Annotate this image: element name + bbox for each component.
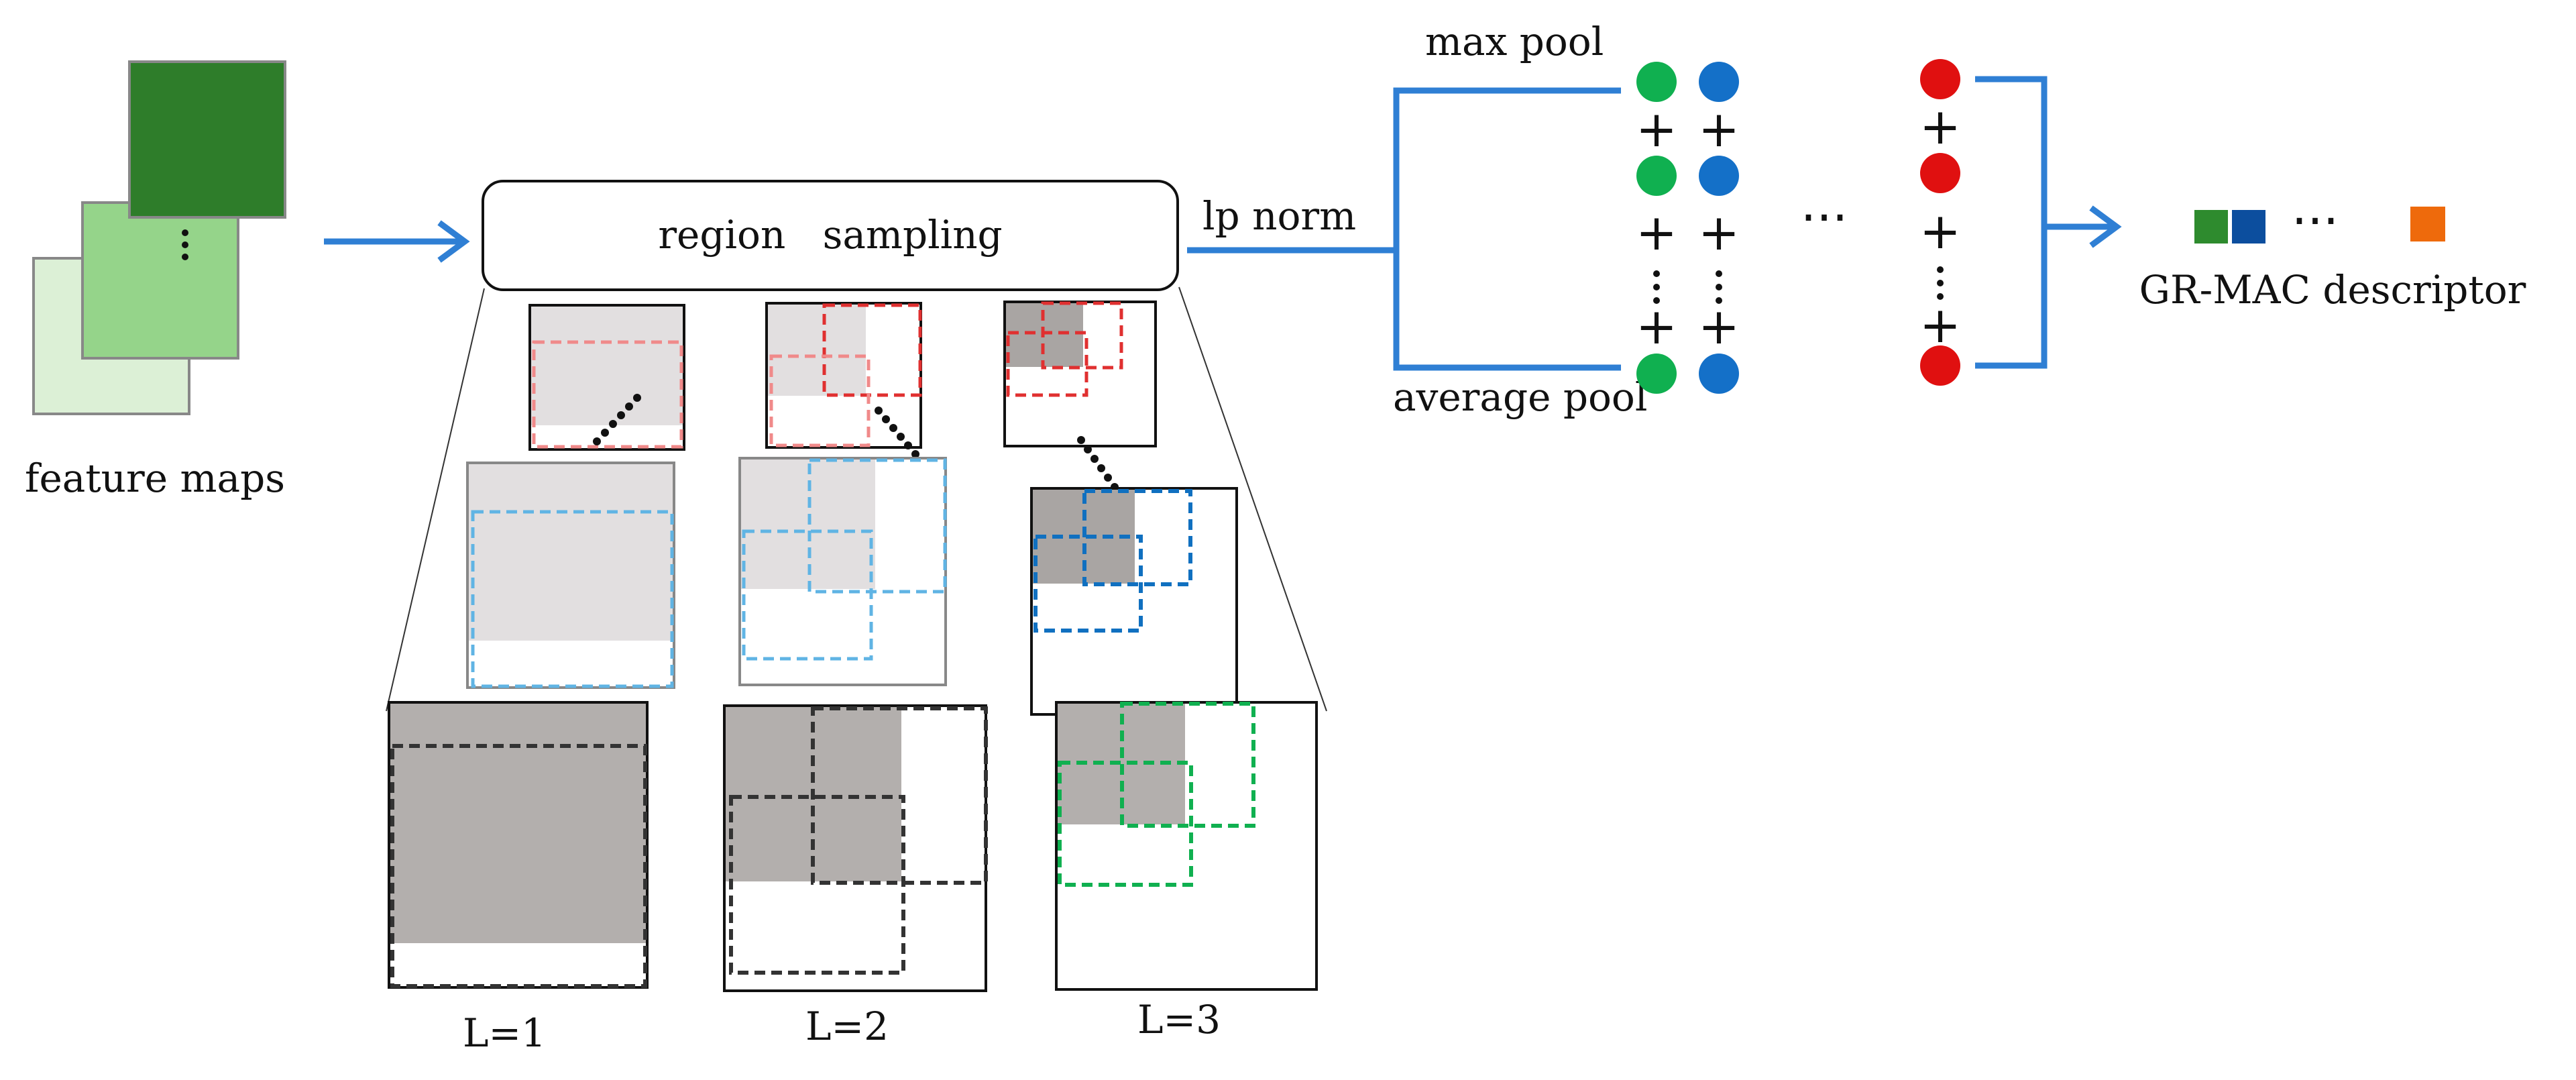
merge-bracket: [1975, 76, 2122, 369]
region-sampling-label: region sampling: [658, 212, 1002, 258]
sample-row2-l3: [1030, 487, 1238, 716]
dotted-connector-l2: [875, 407, 919, 458]
pooled-column-blue: + + +: [1698, 62, 1740, 394]
level-2-label: L=2: [805, 1004, 889, 1049]
pooled-columns-ellipsis: ···: [1801, 189, 1848, 247]
feature-map-middle: [81, 201, 239, 360]
svg-text:+: +: [1698, 204, 1740, 262]
sample-row2-l1: [466, 462, 675, 689]
sample-row3-l3: [1055, 701, 1318, 991]
feature-map-front: [128, 60, 286, 219]
dotted-connector-l1: [593, 394, 641, 445]
svg-text:+: +: [1636, 204, 1677, 262]
sample-row2-l2: [738, 457, 947, 686]
feature-maps-stack: [32, 60, 286, 415]
svg-text:+: +: [1698, 101, 1740, 158]
zoom-line-left: [386, 288, 485, 712]
descriptor-blocks: ···: [2194, 193, 2445, 250]
sample-row1-l1: [528, 304, 685, 451]
feature-maps-label: feature maps: [25, 455, 285, 501]
sample-row3-l2: [723, 704, 988, 992]
svg-text:+: +: [1636, 298, 1677, 356]
svg-text:+: +: [1919, 296, 1961, 354]
sample-row3-l1: [388, 701, 649, 989]
sample-row1-l3: [1003, 301, 1157, 447]
svg-text:+: +: [1698, 298, 1740, 356]
average-pool-label: average pool: [1393, 374, 1647, 420]
pooled-column-green: + + +: [1636, 62, 1677, 394]
svg-text:+: +: [1636, 101, 1677, 158]
zoom-line-right: [1178, 286, 1327, 712]
sample-row1-l2: [765, 302, 922, 449]
lp-norm-label: lp norm: [1202, 193, 1356, 239]
level-1-label: L=1: [463, 1010, 546, 1056]
descriptor-ellipsis: ···: [2292, 193, 2339, 250]
arrow-to-region-sampling: [324, 220, 470, 263]
feature-map-vertical-dots: [182, 229, 188, 260]
pooled-column-red: + + +: [1919, 59, 1961, 386]
descriptor-label: GR-MAC descriptor: [2139, 267, 2526, 313]
level-3-label: L=3: [1137, 997, 1221, 1042]
region-sampling-box: [482, 180, 1179, 291]
svg-text:+: +: [1919, 98, 1961, 156]
svg-text:+: +: [1919, 203, 1961, 260]
max-pool-label: max pool: [1425, 19, 1604, 64]
pool-branch-lines: [1187, 87, 1621, 371]
